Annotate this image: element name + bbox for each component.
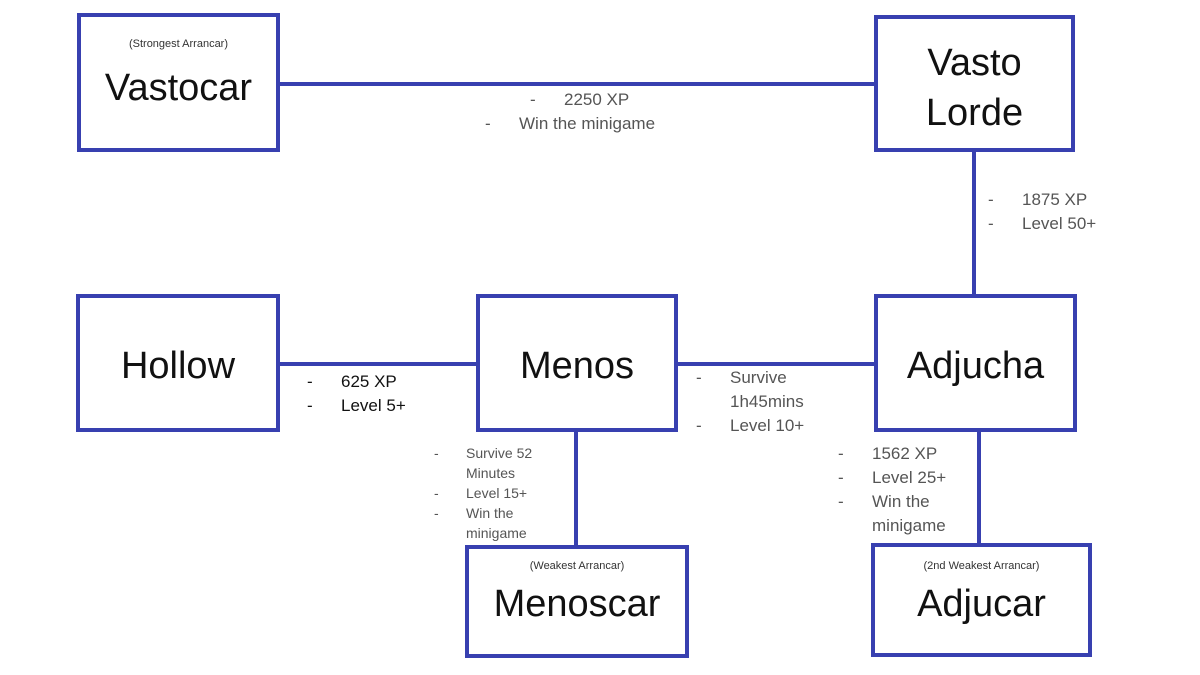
node-vastocar-label: Vastocar: [104, 67, 253, 109]
requirement-item: Survive 52 Minutes: [434, 443, 559, 483]
requirement-item: Level 25+: [838, 466, 973, 490]
requirement-item: Level 15+: [434, 483, 559, 503]
node-menoscar-tag: (Weakest Arrancar): [529, 560, 625, 572]
node-adjucar-label: Adjucar: [917, 583, 1046, 625]
requirement-item: Level 50+: [988, 212, 1096, 236]
node-menoscar-label: Menoscar: [493, 583, 661, 625]
node-vasto-lorde-label-line2: Lorde: [925, 92, 1024, 134]
requirement-item: 1562 XP: [838, 442, 973, 466]
node-adjucar: (2nd Weakest Arrancar) Adjucar: [871, 543, 1092, 657]
node-hollow: Hollow: [76, 294, 280, 432]
node-vasto-lorde: Vasto Lorde: [874, 15, 1075, 152]
node-menos: Menos: [476, 294, 678, 432]
connector-menos-adjucha: [676, 362, 876, 366]
node-adjucha-label: Adjucha: [906, 345, 1045, 387]
connector-hollow-menos: [278, 362, 478, 366]
requirements-adjucha-to-adjucar: 1562 XP Level 25+ Win the minigame: [838, 442, 973, 538]
requirements-adjucha-to-vasto-lorde: 1875 XP Level 50+: [988, 188, 1096, 236]
requirements-vasto-lorde-to-vastocar: 2250 XP Win the minigame: [485, 88, 655, 136]
connector-adjucha-adjucar: [977, 430, 981, 546]
requirement-item: Win the minigame: [434, 503, 559, 543]
requirements-menos-to-menoscar: Survive 52 Minutes Level 15+ Win the min…: [434, 443, 559, 543]
requirements-hollow-to-menos: 625 XP Level 5+: [307, 370, 406, 418]
connector-menos-menoscar: [574, 430, 578, 548]
node-hollow-label: Hollow: [120, 345, 236, 387]
requirement-item: Win the minigame: [485, 112, 655, 136]
node-adjucar-tag: (2nd Weakest Arrancar): [923, 560, 1040, 572]
node-vastocar-tag: (Strongest Arrancar): [128, 38, 229, 50]
requirement-item: Level 10+: [696, 414, 846, 438]
node-vasto-lorde-label-line1: Vasto: [927, 42, 1022, 84]
requirement-item: Survive 1h45mins: [696, 366, 846, 414]
node-vastocar: (Strongest Arrancar) Vastocar: [77, 13, 280, 152]
node-menoscar: (Weakest Arrancar) Menoscar: [465, 545, 689, 658]
requirement-item: Win the minigame: [838, 490, 973, 538]
requirements-menos-to-adjucha: Survive 1h45mins Level 10+: [696, 366, 846, 438]
requirement-item: 1875 XP: [988, 188, 1096, 212]
node-menos-label: Menos: [519, 345, 635, 387]
requirement-item: Level 5+: [307, 394, 406, 418]
node-adjucha: Adjucha: [874, 294, 1077, 432]
connector-vasto-lorde-adjucha: [972, 150, 976, 297]
requirement-item: 2250 XP: [530, 88, 655, 112]
connector-vastocar-vasto-lorde: [278, 82, 876, 86]
requirement-item: 625 XP: [307, 370, 406, 394]
